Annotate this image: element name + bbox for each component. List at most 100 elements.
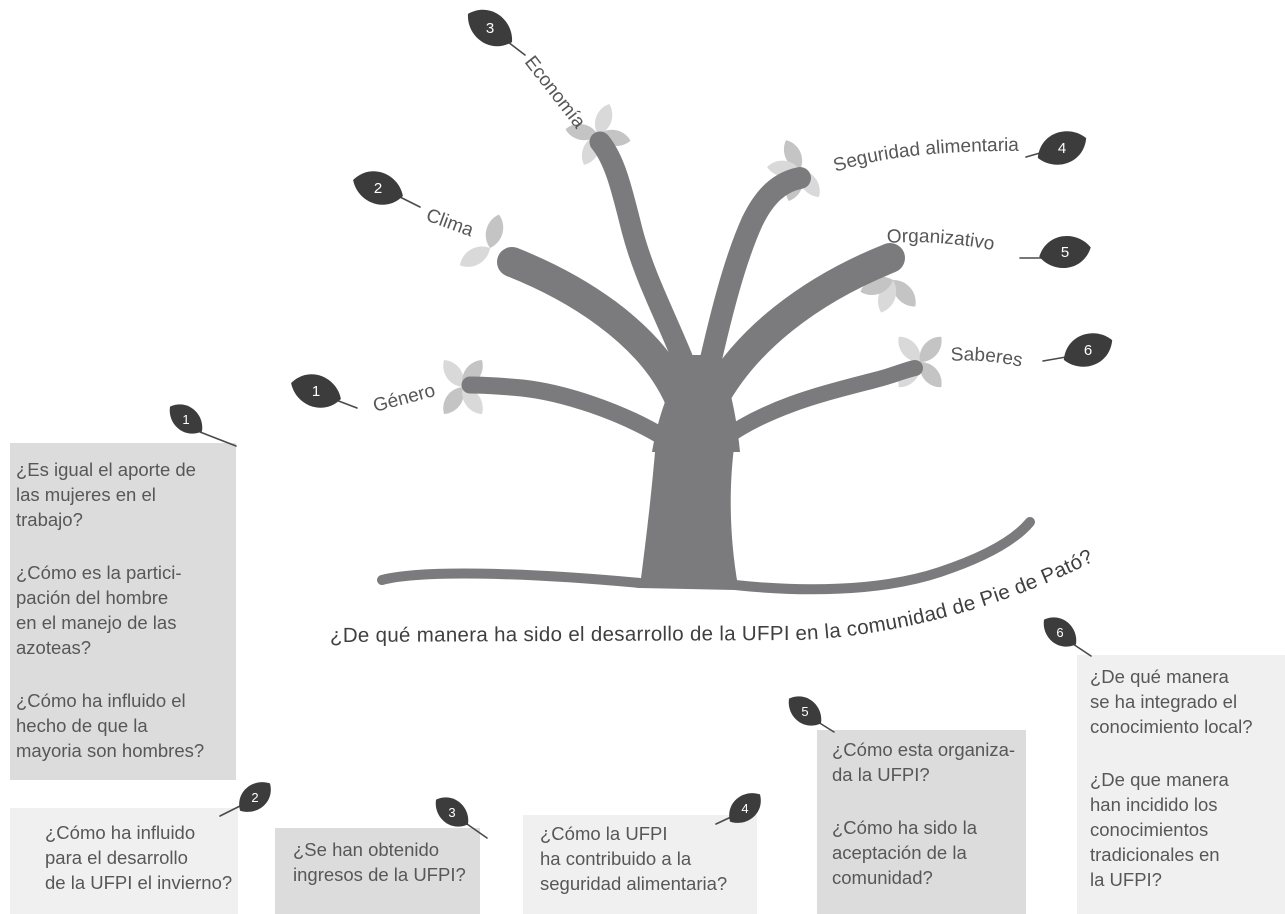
leaf-badge-icon: [784, 688, 826, 734]
question-paragraph: ¿Cómo es la partici- pación del hombre e…: [16, 560, 236, 660]
badge-number: 2: [251, 790, 258, 805]
badge-number: 6: [1056, 625, 1063, 640]
petal: [437, 355, 470, 392]
flower-seguridad: [766, 136, 826, 204]
badge-number: 4: [1058, 140, 1066, 157]
branch-label-organizativo: Organizativo: [886, 226, 996, 255]
petal: [793, 165, 826, 202]
branch-label-seguridad-path: Seguridad alimentaria: [831, 135, 1020, 177]
leaf-badge-icon: [165, 396, 207, 442]
branch-label-organizativo-path: Organizativo: [886, 226, 996, 255]
question-line: hecho de que la: [16, 715, 148, 736]
question-line: las mujeres en el: [16, 484, 156, 505]
question-paragraph: ¿Cómo ha sido la aceptación de la comuni…: [832, 815, 1026, 890]
question-line: pación del hombre: [16, 587, 169, 608]
trunk-crotch: [652, 355, 740, 452]
badge-number: 3: [486, 20, 494, 37]
connector-line: [1025, 152, 1041, 158]
branch-badge-4: 4: [1037, 131, 1087, 165]
petal: [778, 136, 808, 174]
question-line: tradicionales en: [1090, 844, 1220, 865]
question-line: azoteas?: [16, 637, 92, 658]
question-line: ingresos de la UFPI?: [293, 864, 466, 885]
petal: [596, 127, 632, 149]
question-line: ¿De qué manera: [1090, 666, 1229, 687]
petal: [564, 121, 600, 143]
question-box-4: ¿Cómo la UFPI ha contribuido a la seguri…: [523, 815, 757, 914]
central-question: ¿De qué manera ha sido el desarrollo de …: [330, 545, 1097, 647]
branch-label-clima: Clima: [423, 205, 476, 241]
petal: [913, 331, 948, 368]
petal: [886, 274, 922, 312]
leaf-badge-icon: [1037, 131, 1087, 165]
branch-badge-2: 2: [348, 159, 408, 217]
petal: [590, 101, 617, 138]
branch-organizativo: [697, 243, 905, 417]
leaf-badge-icon: [1039, 609, 1081, 655]
question-line: ¿Es igual el aporte de: [16, 459, 196, 480]
question-box-1: ¿Es igual el aporte de las mujeres en el…: [10, 443, 236, 780]
branch-seguridad: [697, 167, 811, 383]
petal: [873, 277, 901, 316]
ground-root: [377, 517, 1035, 595]
box-badge-5: 5: [784, 688, 826, 734]
connector-line: [1042, 356, 1067, 362]
petal: [892, 331, 927, 368]
box-badge-1: 1: [165, 396, 207, 442]
flower-economia: [564, 101, 632, 169]
question-line: conocimientos: [1090, 819, 1209, 840]
branch-clima: [497, 247, 695, 415]
question-line: ¿Cómo ha influido: [45, 822, 196, 843]
question-line: da la UFPI?: [832, 764, 930, 785]
connector-line: [397, 195, 421, 208]
question-paragraph: ¿Cómo ha influido para el desarrollo de …: [45, 820, 238, 895]
question-line: en el manejo de las: [16, 612, 177, 633]
petal: [455, 240, 495, 273]
flower-saberes: [892, 331, 948, 393]
branch-genero: [461, 376, 677, 449]
petal: [913, 356, 948, 393]
trunk: [640, 440, 738, 586]
question-line: se ha integrado el: [1090, 691, 1238, 712]
question-paragraph: ¿Se han obtenido ingresos de la UFPI?: [293, 837, 480, 887]
question-line: ¿Cómo esta organiza-: [832, 739, 1016, 760]
central-question-path: ¿De qué manera ha sido el desarrollo de …: [330, 545, 1097, 647]
petal: [766, 159, 801, 178]
question-line: ¿Cómo ha sido la: [832, 817, 977, 838]
leaf-badge-icon: [1037, 230, 1093, 274]
question-line: ¿De que manera: [1090, 769, 1229, 790]
question-line: de la UFPI el invierno?: [45, 872, 233, 893]
petal: [456, 355, 489, 392]
tree: [377, 131, 1035, 595]
badge-number: 2: [374, 180, 382, 197]
branch-label-economia: Economía: [520, 52, 589, 133]
question-line: la UFPI?: [1090, 869, 1162, 890]
badge-number: 1: [182, 412, 189, 427]
badge-number: 5: [801, 704, 808, 719]
leaf-badge-icon: [233, 778, 277, 816]
petal: [437, 382, 470, 419]
question-box-2: ¿Cómo ha influido para el desarrollo de …: [10, 808, 238, 914]
branch-label-saberes-path: Saberes: [950, 344, 1024, 371]
question-paragraph: ¿Cómo la UFPI ha contribuido a la seguri…: [540, 821, 757, 896]
leaf-badge-icon: [286, 362, 346, 420]
question-box-3: ¿Se han obtenido ingresos de la UFPI?: [275, 828, 480, 914]
question-line: ha contribuido a la: [540, 848, 692, 869]
branch-saberes: [714, 360, 923, 448]
box-badge-6: 6: [1039, 609, 1081, 655]
badge-number: 5: [1061, 244, 1069, 261]
question-line: comunidad?: [832, 867, 933, 888]
leaf-badge-icon: [462, 0, 518, 58]
leaf-badge-icon: [1063, 333, 1113, 367]
box-badge-2: 2: [233, 778, 277, 816]
question-line: seguridad alimentaria?: [540, 873, 728, 894]
badge-number: 4: [741, 801, 748, 816]
flower-organizativo: [857, 272, 922, 316]
leaf-badge-icon: [348, 159, 408, 217]
question-line: ¿Cómo ha influido el: [16, 690, 186, 711]
question-box-5: ¿Cómo esta organiza- da la UFPI? ¿Cómo h…: [817, 730, 1026, 914]
question-paragraph: ¿De qué manera se ha integrado el conoci…: [1090, 664, 1285, 739]
petal: [857, 272, 896, 300]
badge-number: 6: [1084, 342, 1092, 359]
question-paragraph: ¿Cómo esta organiza- da la UFPI?: [832, 737, 1026, 787]
